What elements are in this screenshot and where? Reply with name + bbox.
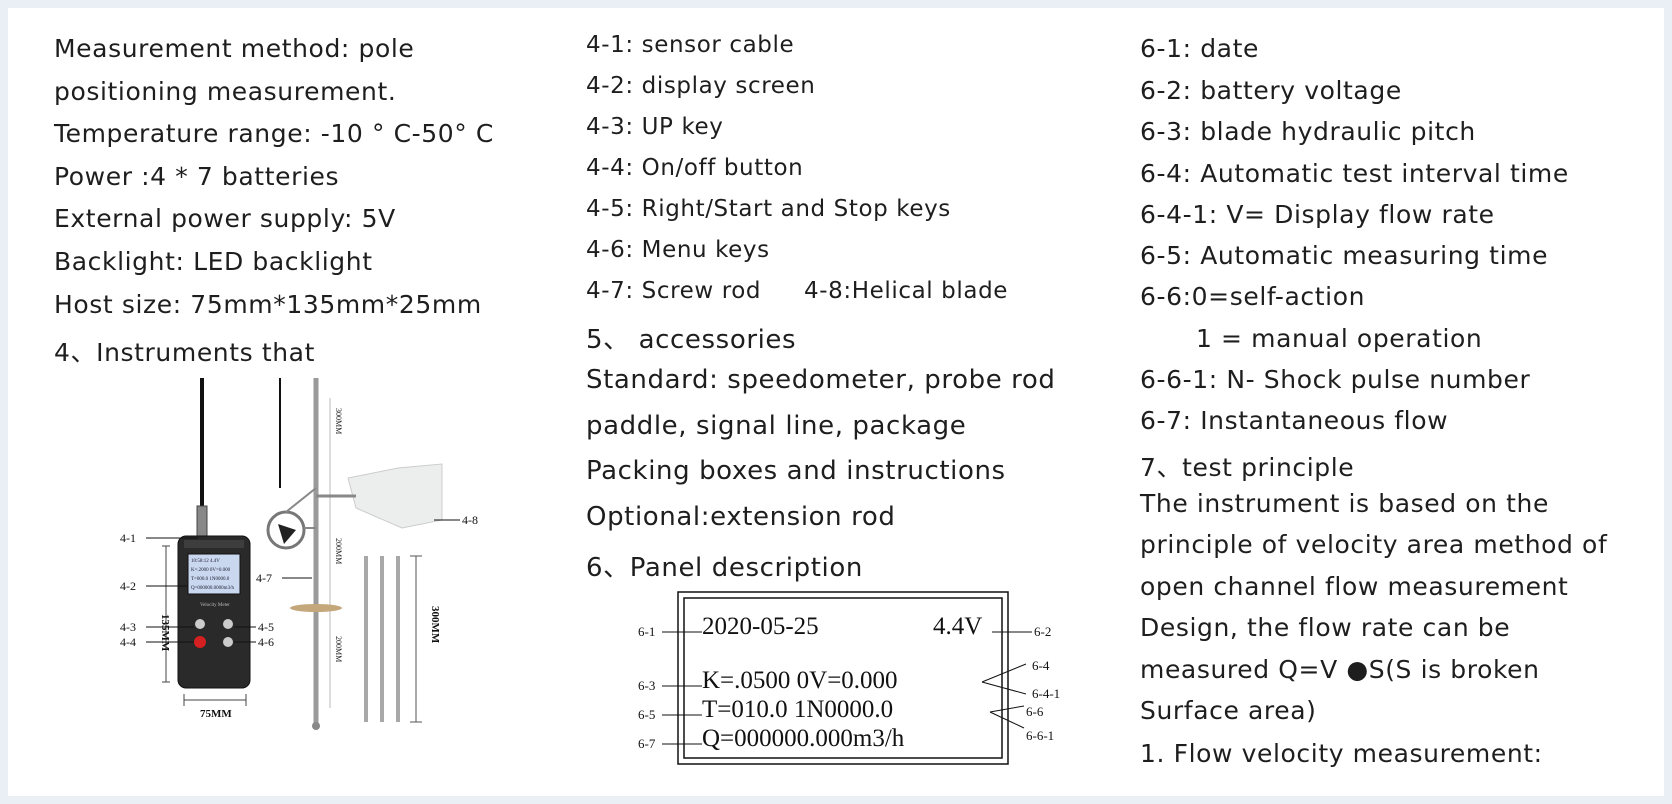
spec-line: Measurement method: pole	[54, 34, 415, 63]
panel-voltage: 4.4V	[933, 613, 982, 640]
helical-blade	[347, 463, 443, 529]
part-line: 4-5: Right/Start and Stop keys	[586, 196, 951, 222]
legend-line: 6-3: blade hydraulic pitch	[1140, 117, 1476, 146]
part-line: 4-7: Screw rod	[586, 278, 762, 304]
paragraph-line: 1. Flow velocity measurement:	[1140, 739, 1543, 768]
paragraph-line: principle of velocity area method of	[1140, 530, 1608, 559]
callout-6-4: 6-4	[1032, 658, 1050, 673]
panel-row-k: K=.0500 0V=0.000	[702, 667, 898, 694]
paragraph-line: open channel flow measurement	[1140, 572, 1569, 601]
legend-line: 6-6-1: N- Shock pulse number	[1140, 365, 1531, 394]
section-heading: 4、Instruments that	[54, 338, 315, 367]
callout-4-5: 4-5	[258, 620, 274, 634]
spec-line: Host size: 75mm*135mm*25mm	[54, 290, 482, 319]
dimension-label: 75MM	[200, 708, 232, 720]
callout-6-6-1: 6-6-1	[1026, 728, 1054, 743]
legend-line: 6-4-1: V= Display flow rate	[1140, 200, 1495, 229]
column-parts: 4-1: sensor cable 4-2: display screen 4-…	[586, 28, 1086, 788]
dimension-label: 135MM	[159, 614, 171, 652]
part-line: 4-2: display screen	[586, 73, 816, 99]
svg-text:300MM: 300MM	[334, 408, 343, 434]
legend-line: 6-5: Automatic measuring time	[1140, 241, 1549, 270]
svg-text:300MM: 300MM	[429, 606, 441, 644]
part-line: 4-8:Helical blade	[804, 278, 1009, 304]
callout-4-6: 4-6	[258, 635, 274, 649]
up-key	[195, 619, 205, 629]
instrument-figure: 10:58:12 4.4V K=.2000 0V=0.000 T=000.0 1…	[120, 378, 478, 730]
svg-text:200MM: 200MM	[334, 636, 343, 662]
legend-line: 6-6:0=self-action	[1140, 282, 1366, 311]
callout-4-7: 4-7	[256, 571, 272, 585]
spec-line: External power supply: 5V	[54, 204, 396, 233]
legend-line: 6-1: date	[1140, 34, 1259, 63]
part-line: 4-4: On/off button	[586, 155, 804, 181]
device-screen	[187, 553, 241, 595]
callout-6-3: 6-3	[638, 678, 655, 693]
callout-4-4: 4-4	[120, 635, 136, 649]
part-line: 4-1: sensor cable	[586, 32, 795, 58]
callout-4-2: 4-2	[120, 579, 136, 593]
legend-line: 6-2: battery voltage	[1140, 76, 1402, 105]
paragraph-line: Design, the flow rate can be	[1140, 613, 1511, 642]
accessory-line: Packing boxes and instructions	[586, 456, 1006, 486]
power-button	[194, 636, 206, 648]
panel-date: 2020-05-25	[702, 613, 819, 640]
accessory-line: paddle, signal line, package	[586, 411, 967, 441]
section-heading: 6、Panel description	[586, 553, 863, 583]
accessory-line: Standard: speedometer, probe rod	[586, 365, 1056, 395]
paragraph-line: Surface area)	[1140, 696, 1317, 725]
column-specifications: Measurement method: pole positioning mea…	[54, 28, 534, 788]
document-page: Measurement method: pole positioning mea…	[8, 8, 1664, 796]
section-heading: 5、 accessories	[586, 325, 797, 355]
panel-diagram: 2020-05-25 4.4V K=.0500 0V=0.000 T=010.0…	[638, 591, 1060, 765]
section-heading: 7、test principle	[1140, 453, 1355, 482]
svg-text:T=000.0 1N0000.0: T=000.0 1N0000.0	[191, 577, 230, 582]
right-start-stop-key	[223, 619, 233, 629]
svg-text:10:58:12 4.4V: 10:58:12 4.4V	[191, 559, 220, 564]
callout-6-1: 6-1	[638, 624, 655, 639]
spec-line: Backlight: LED backlight	[54, 247, 373, 276]
callout-6-2: 6-2	[1034, 624, 1051, 639]
paragraph-line: The instrument is based on the	[1140, 489, 1549, 518]
menu-key	[223, 637, 233, 647]
accessory-line: Optional:extension rod	[586, 502, 896, 532]
callout-6-6: 6-6	[1026, 704, 1044, 719]
svg-text:K=.2000 0V=0.000: K=.2000 0V=0.000	[191, 568, 231, 573]
column-panel-legend: 6-1: date 6-2: battery voltage 6-3: blad…	[1140, 28, 1660, 788]
part-line: 4-6: Menu keys	[586, 237, 770, 263]
callout-6-4-1: 6-4-1	[1032, 686, 1060, 701]
part-line: 4-3: UP key	[586, 114, 724, 140]
legend-line: 6-7: Instantaneous flow	[1140, 406, 1449, 435]
callout-4-1: 4-1	[120, 531, 136, 545]
callout-4-8: 4-8	[462, 513, 478, 527]
callout-4-3: 4-3	[120, 620, 136, 634]
base-plate	[290, 604, 342, 612]
paragraph-line: measured Q=V ●S(S is broken	[1140, 655, 1540, 684]
legend-line: 6-4: Automatic test interval time	[1140, 159, 1569, 188]
spec-line: Temperature range: -10 ° C-50° C	[54, 119, 494, 148]
panel-row-q: Q=000000.000m3/h	[702, 725, 905, 752]
spec-line: Power :4 * 7 batteries	[54, 162, 340, 191]
svg-text:Q=000000.0000m3/h: Q=000000.0000m3/h	[191, 586, 234, 591]
panel-row-t: T=010.0 1N0000.0	[702, 696, 893, 723]
callout-6-7: 6-7	[638, 736, 656, 751]
legend-line: 1 = manual operation	[1196, 324, 1483, 353]
svg-text:200MM: 200MM	[334, 538, 343, 564]
impeller	[278, 524, 296, 544]
callout-6-5: 6-5	[638, 707, 655, 722]
spec-line: positioning measurement.	[54, 77, 397, 106]
svg-text:Velocity Meter: Velocity Meter	[200, 603, 230, 608]
